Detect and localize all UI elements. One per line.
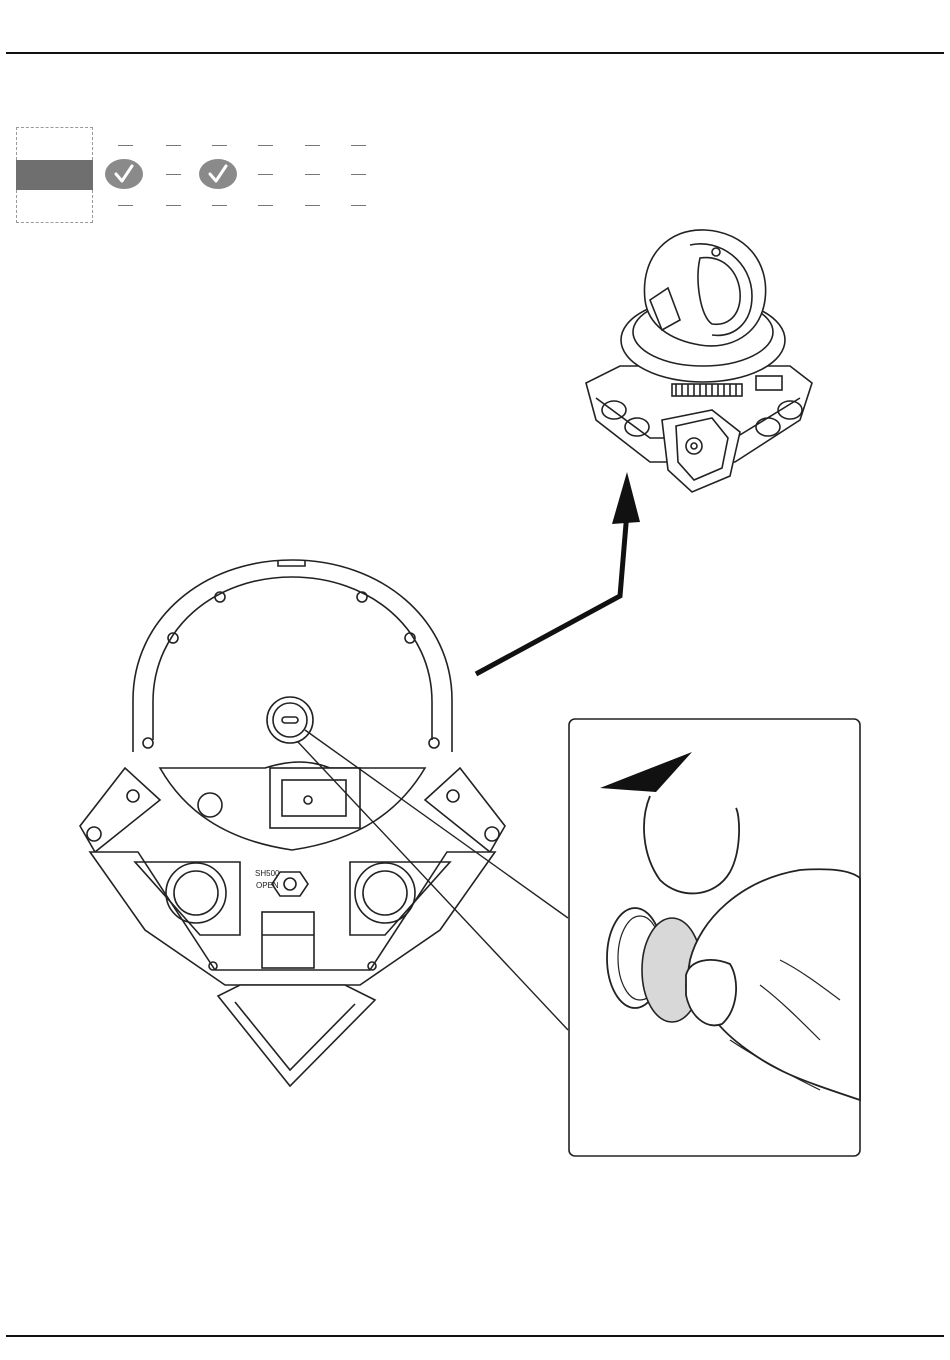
bottom-view-label-2: OPEN [256,881,279,890]
housing-bottom-view [80,560,568,1086]
footer-rule [6,1335,944,1337]
assembled-camera [586,230,812,492]
arrow-icon [476,472,640,674]
detail-callout [569,719,860,1156]
bottom-view-label-1: SH500 [255,869,280,878]
